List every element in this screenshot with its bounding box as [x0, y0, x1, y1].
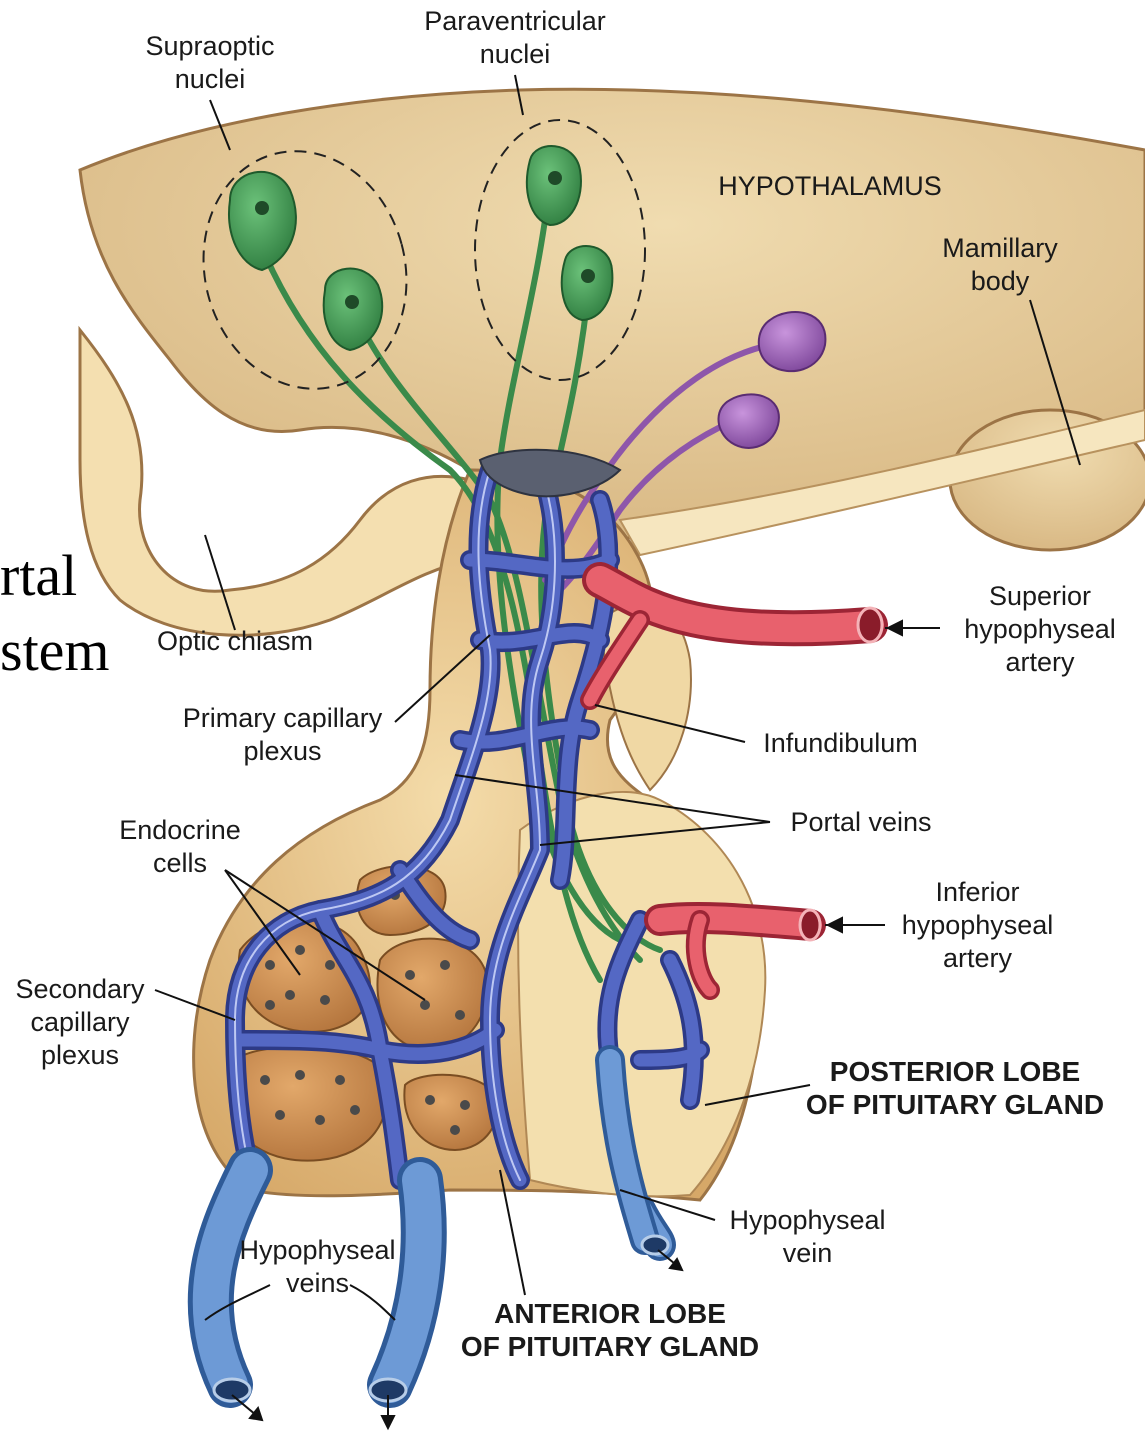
side-text-line-2: stem: [0, 620, 110, 682]
superior-artery-opening: [858, 608, 882, 642]
label-optic-chiasm: Optic chiasm: [140, 625, 330, 658]
label-inferior-hypophyseal-artery: Inferior hypophyseal artery: [885, 876, 1070, 975]
label-secondary-capillary-plexus: Secondary capillary plexus: [5, 973, 155, 1072]
label-anterior-lobe: ANTERIOR LOBE OF PITUITARY GLAND: [445, 1297, 775, 1363]
label-hypothalamus: HYPOTHALAMUS: [700, 170, 960, 203]
label-infundibulum: Infundibulum: [748, 727, 933, 760]
label-supraoptic-nuclei: Supraoptic nuclei: [130, 30, 290, 96]
label-hypophyseal-vein: Hypophyseal vein: [715, 1204, 900, 1270]
label-posterior-lobe: POSTERIOR LOBE OF PITUITARY GLAND: [790, 1055, 1120, 1121]
inferior-artery-opening: [800, 910, 820, 940]
side-text-line-1: rtal: [0, 545, 77, 607]
label-portal-veins: Portal veins: [776, 806, 946, 839]
label-paraventricular-nuclei: Paraventricular nuclei: [410, 5, 620, 71]
label-mamillary-body: Mamillary body: [925, 232, 1075, 298]
label-primary-capillary-plexus: Primary capillary plexus: [165, 702, 400, 768]
label-superior-hypophyseal-artery: Superior hypophyseal artery: [945, 580, 1135, 679]
label-endocrine-cells: Endocrine cells: [105, 814, 255, 880]
label-hypophyseal-veins: Hypophyseal veins: [225, 1234, 410, 1300]
